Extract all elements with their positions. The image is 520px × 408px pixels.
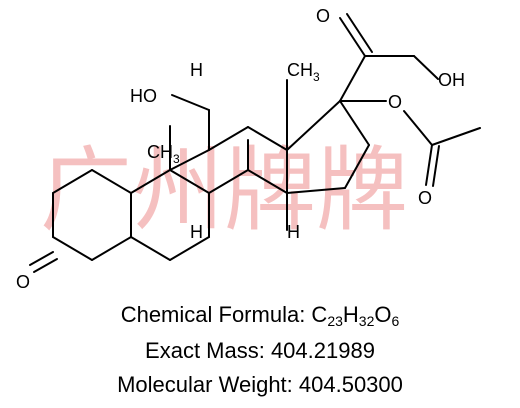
- molecular-weight-line: Molecular Weight: 404.50300: [117, 372, 403, 397]
- ring-a-detail: [29, 251, 58, 273]
- watermark-text: 广州牌牌: [40, 137, 408, 244]
- formula-h-count: 32: [358, 313, 375, 329]
- ho-label: HO: [130, 86, 157, 106]
- ch3-b-sub: 3: [313, 70, 320, 84]
- ketone-oxygen-label: O: [316, 6, 330, 26]
- ester-carbonyl-oxygen-label: O: [418, 188, 432, 208]
- ch3-b-label: CH3: [287, 60, 320, 84]
- ch3-a-sub: 3: [173, 152, 180, 166]
- h-bot-label: H: [287, 222, 300, 242]
- ch3-a-base: CH: [147, 142, 173, 162]
- formula-c-count: 23: [327, 313, 343, 329]
- substituents: [169, 79, 288, 231]
- formula-h: H: [342, 302, 359, 327]
- formula-c: C: [311, 302, 328, 327]
- ch3-b-base: CH: [287, 60, 313, 80]
- hydroxyl-oh-label: OH: [438, 70, 465, 90]
- exact-mass-line: Exact Mass: 404.21989: [145, 338, 375, 363]
- formula-o-count: 6: [391, 313, 400, 329]
- formula-line: Chemical Formula: C23H32O6: [0, 302, 520, 329]
- formula-label: Chemical Formula:: [120, 302, 312, 327]
- ring-c: [169, 126, 288, 194]
- side-chain: [339, 13, 481, 187]
- ch3-a-label: CH3: [147, 142, 180, 166]
- carbonyl-oxygen-label: O: [16, 272, 30, 292]
- ring-a: [52, 169, 132, 261]
- h-top-label: H: [190, 60, 203, 80]
- ester-link-oxygen-label: O: [388, 92, 402, 112]
- ring-d: [286, 100, 370, 194]
- h-mid-label: H: [190, 222, 203, 242]
- formula-o: O: [374, 302, 392, 327]
